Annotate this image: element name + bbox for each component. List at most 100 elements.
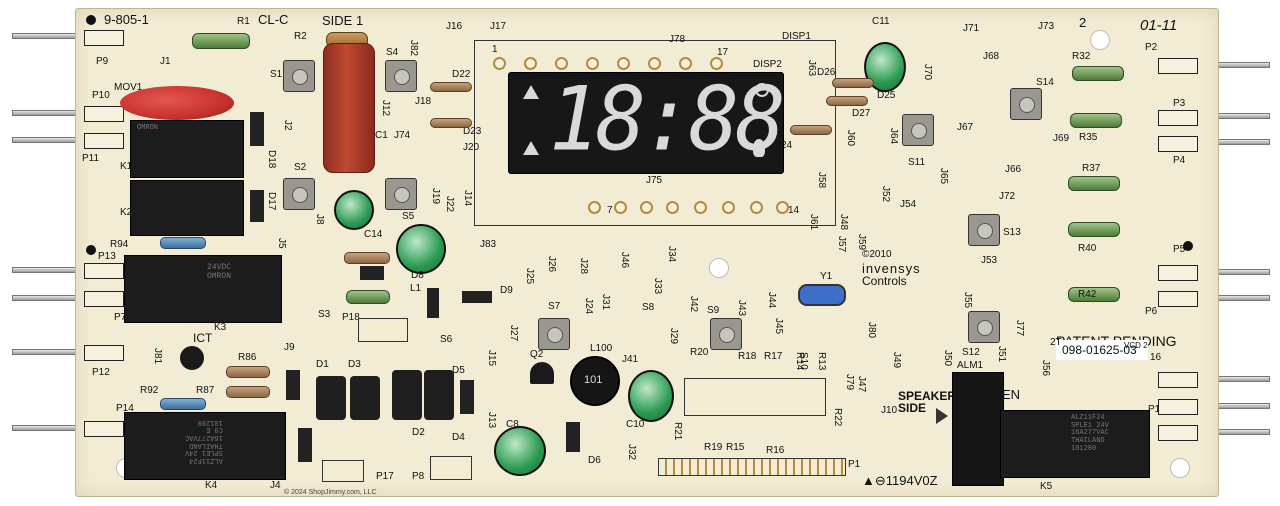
label-ict: ICT [193,331,213,345]
label-j22: J22 [444,196,455,213]
label-s3: S3 [318,309,331,320]
label-c10: C10 [626,419,645,430]
switch-s9[interactable] [710,318,742,350]
label-j51: J51 [996,346,1007,363]
switch-s12[interactable] [968,311,1000,343]
label-j33: J33 [652,278,663,295]
label-j28: J28 [578,258,589,275]
cl-label: CL-C [258,12,289,27]
header-p1 [658,458,846,476]
relay-k5: ALZ11F24 SPLE1 24V 16A277VAC THAILAND 10… [1000,410,1150,478]
label-j20: J20 [463,142,480,153]
label-j56: J56 [1040,360,1051,377]
label-j77: J77 [1014,320,1025,337]
capacitor-c8 [494,426,546,476]
diode-d8 [360,266,384,280]
corner-note: 01-11 [1140,17,1178,34]
switch-s7[interactable] [538,318,570,350]
diode-d2 [392,370,422,420]
display-pin [555,57,568,70]
label-j66: J66 [1005,164,1022,175]
label-k4: K4 [205,480,218,491]
prefix-2t: 2T [1050,337,1062,348]
inductor-l1 [346,290,390,304]
label-s14: S14 [1036,77,1054,88]
diode-d9 [462,291,492,303]
test-pad-p17 [322,460,364,482]
connector-p16 [1158,372,1198,388]
resistor-r35 [1070,113,1122,128]
label-d26: D26 [817,67,836,78]
label-p11: P11 [82,153,100,164]
mounting-hole [709,258,729,278]
label-j49: J49 [891,352,902,369]
label-j52: J52 [880,186,891,203]
label-j18: J18 [415,96,432,107]
capacitor-c1 [323,43,375,173]
capacitor-c-mid [396,224,446,274]
label-d5: D5 [452,365,465,376]
label-disp2: DISP2 [753,59,782,70]
label-d6: D6 [588,455,601,466]
label-j83: J83 [480,239,497,250]
label-j45: J45 [773,318,784,335]
switch-s14[interactable] [1010,88,1042,120]
label-s2: S2 [294,162,307,173]
label-j25: J25 [524,268,535,285]
label-j31: J31 [600,294,611,311]
relay-k4-text: ALZ11F24 SPLE1 24V THAILAND 16A277VAC C9… [185,417,223,465]
label-j61: J61 [808,214,819,231]
display-pin [666,201,679,214]
label-j48: J48 [838,214,849,231]
switch-s1[interactable] [283,60,315,92]
display-pin [617,57,630,70]
fiducial-dot [86,245,96,255]
inductor-l100: 101 [570,356,620,406]
display-pin [588,201,601,214]
connector-p6 [1158,291,1198,307]
label-j13: J13 [486,412,497,429]
label-q2: Q2 [530,349,544,360]
connector-p11 [84,133,124,149]
label-s11: S11 [908,157,926,168]
label-d27: D27 [852,108,871,119]
label-j32: J32 [626,444,637,461]
inductor-value: 101 [584,374,603,386]
label-r14: R14 [794,352,805,371]
relay-k3-text: 24VDC OMRON [207,263,232,281]
test-pad-p18 [358,318,408,342]
label-p14: P14 [116,403,134,414]
diode-d26 [832,78,874,88]
label-j71: J71 [963,23,980,34]
switch-s4[interactable] [385,60,417,92]
label-y1: Y1 [820,271,833,282]
diode-d23 [430,118,472,128]
label-j14: J14 [462,190,473,207]
switch-s11[interactable] [902,114,934,146]
connector-p3 [1158,110,1198,126]
switch-s2[interactable] [283,178,315,210]
alm-fragment: EN [1002,387,1021,402]
label-p15: P15 [1148,404,1166,415]
label-r15: R15 [726,442,745,453]
label-p5: P5 [1173,244,1186,255]
label-p13: P13 [98,251,116,262]
relay-k2 [130,180,244,236]
resistor-r32 [1072,66,1124,81]
diode-d4 [424,370,454,420]
vcd-label: VCD 2 [1124,341,1148,350]
connector-p15a [1158,399,1198,415]
switch-s5[interactable] [385,178,417,210]
label-c14: C14 [364,229,383,240]
label-d25: D25 [877,90,896,101]
label-j17: J17 [490,21,507,32]
label-d22: D22 [452,69,471,80]
label-p10: P10 [92,90,110,101]
label-j74: J74 [394,130,411,141]
resistor-r37 [1068,176,1120,191]
label-s13: S13 [1003,227,1021,238]
label-mov1: MOV1 [114,82,143,93]
crystal-y1 [798,284,846,306]
label-j24: J24 [776,140,793,151]
switch-s13[interactable] [968,214,1000,246]
